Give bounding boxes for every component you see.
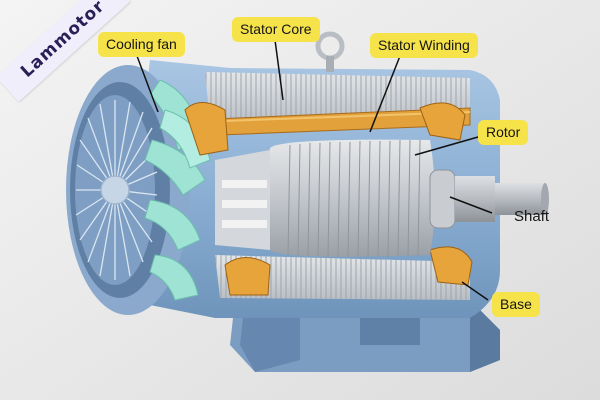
fan-grille — [75, 100, 158, 280]
label-rotor: Rotor — [478, 120, 529, 145]
label-base: Base — [492, 292, 540, 317]
cooling-fan-blades — [144, 79, 211, 301]
stator-core — [205, 72, 470, 300]
lifting-eye-bolt — [315, 31, 345, 72]
rotor-end-ring — [215, 150, 270, 250]
rotor — [266, 139, 435, 258]
shaft — [429, 169, 549, 229]
label-stator-core: Stator Core — [232, 17, 320, 42]
leader-lines — [136, 39, 493, 301]
stator-winding — [184, 102, 473, 296]
label-shaft: Shaft — [514, 208, 550, 225]
label-stator-winding: Stator Winding — [370, 33, 478, 58]
label-cooling-fan: Cooling fan — [98, 32, 185, 57]
